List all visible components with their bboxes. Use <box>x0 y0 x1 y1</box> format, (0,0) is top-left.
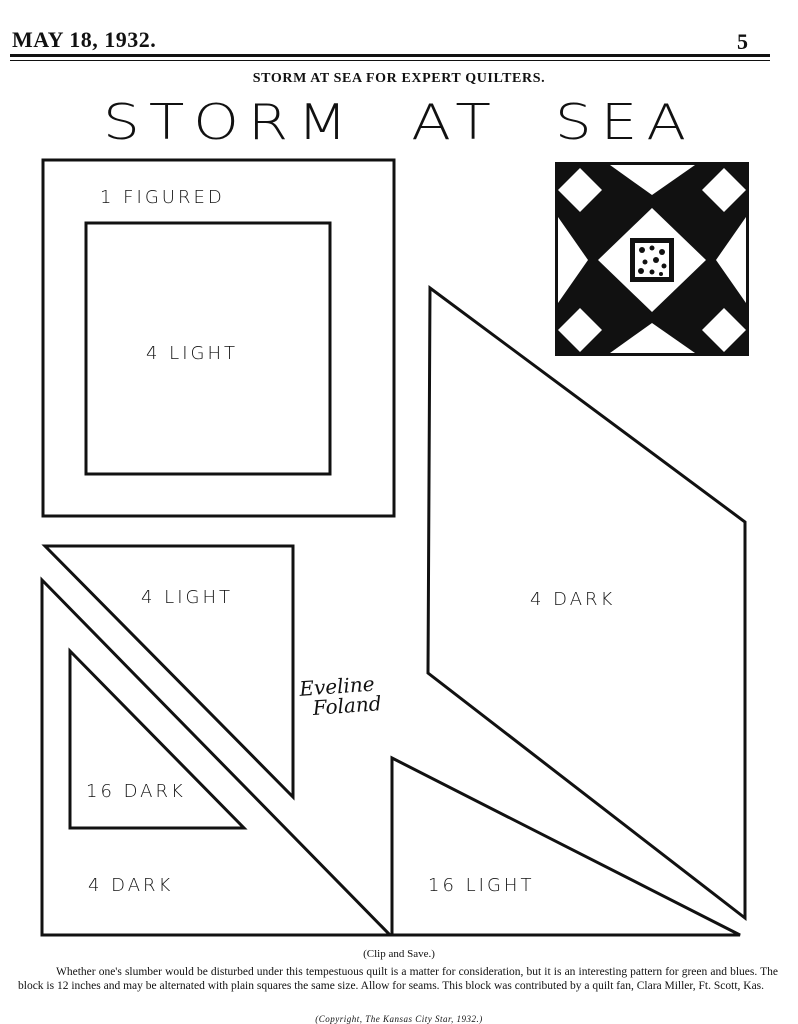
piece-light-triangle-outline <box>41 544 295 801</box>
block-corner-diamond <box>702 308 746 352</box>
signature-last-name: Foland <box>311 691 383 720</box>
copyright-line: (Copyright, The Kansas City Star, 1932.) <box>315 1014 483 1024</box>
piece-light-tall-triangle-outline <box>390 755 741 937</box>
masthead-date: MAY 18, 1932. <box>12 27 157 52</box>
piece-figured-square-outline <box>41 158 396 518</box>
masthead-rule-thin <box>10 60 770 61</box>
label-light-square: 4 LIGHT <box>146 343 238 364</box>
display-title: STORM AT SEA <box>0 93 798 151</box>
piece-dark-parallelogram-outline <box>426 285 747 922</box>
block-corner-diamond <box>702 168 746 212</box>
masthead-rule-thick <box>10 54 770 57</box>
label-dark-large-triangle: 4 DARK <box>88 875 173 896</box>
block-corner-diamond <box>558 308 602 352</box>
display-title-word-3: SEA <box>554 93 695 151</box>
display-title-word-1: STORM <box>103 93 357 151</box>
label-light-triangle: 4 LIGHT <box>141 587 233 608</box>
label-dark-tiny-triangle: 16 DARK <box>86 781 186 802</box>
piece-dark-tiny-triangle-outline <box>68 647 248 830</box>
block-edge-triangle <box>716 217 746 303</box>
display-title-word-2: AT <box>411 93 500 151</box>
block-edge-triangle <box>610 323 695 353</box>
block-edge-triangle <box>558 217 588 303</box>
article-body-paragraph: Whether one's slumber would be disturbed… <box>18 966 778 992</box>
block-edge-triangle <box>610 165 695 195</box>
piece-light-square-outline <box>84 221 332 476</box>
article-body: Whether one's slumber would be disturbed… <box>18 965 778 993</box>
quilt-block-illustration <box>555 162 749 356</box>
artist-signature: Eveline Foland <box>299 672 383 720</box>
clip-note: (Clip and Save.) <box>363 948 435 960</box>
label-dark-parallelogram: 4 DARK <box>530 589 615 610</box>
label-light-tall-triangle: 16 LIGHT <box>428 875 534 896</box>
page-number: 5 <box>737 29 748 54</box>
article-headline: STORM AT SEA FOR EXPERT QUILTERS. <box>252 71 546 86</box>
label-figured-square: 1 FIGURED <box>100 187 225 208</box>
block-corner-diamond <box>558 168 602 212</box>
piece-dark-large-triangle-outline <box>40 576 394 937</box>
